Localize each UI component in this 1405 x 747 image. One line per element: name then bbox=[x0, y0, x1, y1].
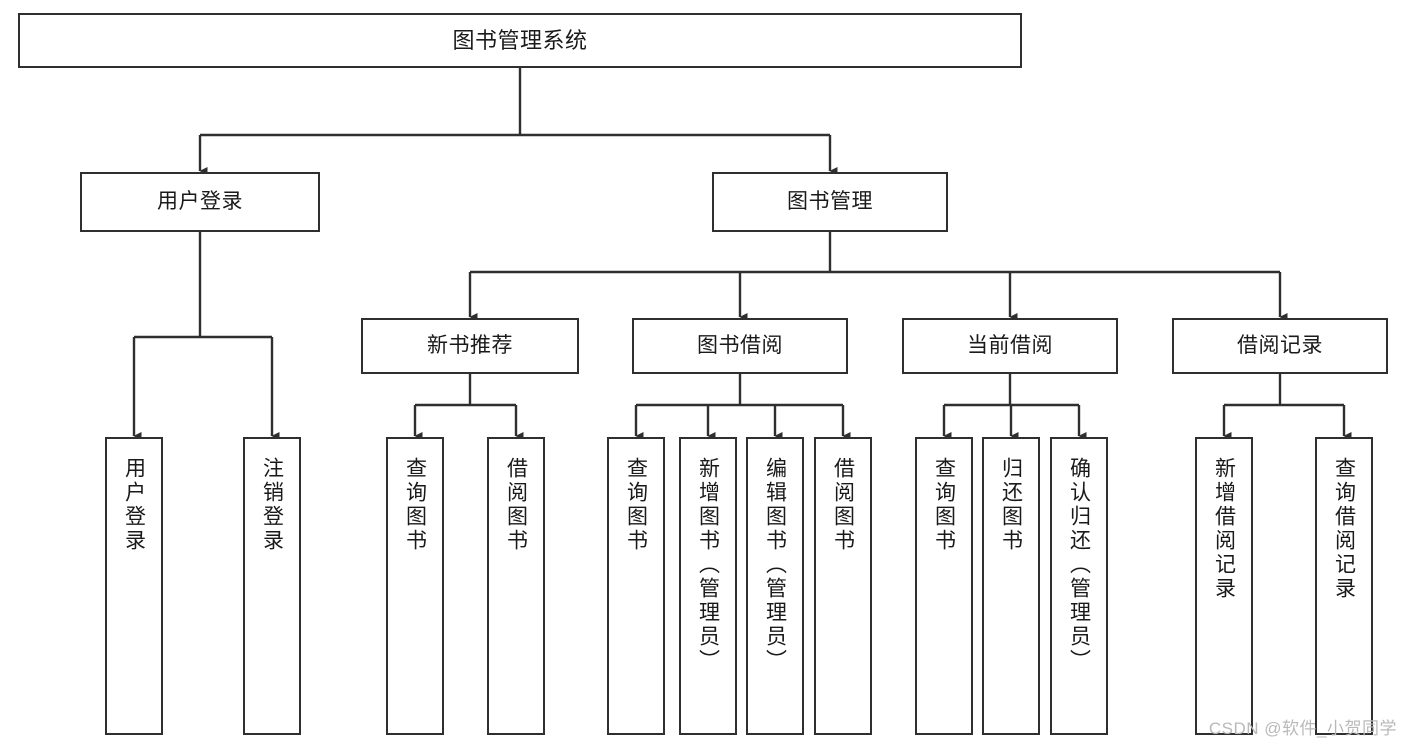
node-leaf5[interactable]: 查询图书 bbox=[607, 437, 665, 735]
node-label: 确认归还（管理员） bbox=[1067, 457, 1091, 673]
node-label: 图书借阅 bbox=[697, 333, 783, 357]
node-label: 新增图书（管理员） bbox=[696, 457, 720, 673]
node-leaf11[interactable]: 确认归还（管理员） bbox=[1050, 437, 1108, 735]
node-leaf3[interactable]: 查询图书 bbox=[386, 437, 444, 735]
node-label: 查询借阅记录 bbox=[1332, 457, 1356, 601]
node-leaf9[interactable]: 查询图书 bbox=[915, 437, 973, 735]
node-leaf10[interactable]: 归还图书 bbox=[982, 437, 1040, 735]
node-label: 借阅图书 bbox=[504, 457, 528, 553]
watermark-text: CSDN @软件_小贺同学 bbox=[1208, 719, 1397, 738]
node-label: 新增借阅记录 bbox=[1212, 457, 1236, 601]
node-label: 用户登录 bbox=[122, 457, 146, 553]
node-label: 图书管理系统 bbox=[452, 27, 588, 53]
node-leaf7[interactable]: 编辑图书（管理员） bbox=[746, 437, 804, 735]
node-label: 注销登录 bbox=[260, 457, 284, 553]
node-label: 当前借阅 bbox=[967, 333, 1053, 357]
node-label: 查询图书 bbox=[624, 457, 648, 553]
node-label: 查询图书 bbox=[403, 457, 427, 553]
node-leaf4[interactable]: 借阅图书 bbox=[487, 437, 545, 735]
node-l1b[interactable]: 图书管理 bbox=[712, 172, 948, 232]
node-label: 新书推荐 bbox=[427, 333, 513, 357]
node-label: 用户登录 bbox=[157, 189, 243, 213]
node-leaf8[interactable]: 借阅图书 bbox=[814, 437, 872, 735]
node-leaf2[interactable]: 注销登录 bbox=[243, 437, 301, 735]
node-leaf6[interactable]: 新增图书（管理员） bbox=[679, 437, 737, 735]
node-l1a[interactable]: 用户登录 bbox=[80, 172, 320, 232]
node-leaf12[interactable]: 新增借阅记录 bbox=[1195, 437, 1253, 735]
node-l2d[interactable]: 借阅记录 bbox=[1172, 318, 1388, 374]
node-leaf1[interactable]: 用户登录 bbox=[105, 437, 163, 735]
node-label: 借阅记录 bbox=[1237, 333, 1323, 357]
node-label: 借阅图书 bbox=[831, 457, 855, 553]
node-l2b[interactable]: 图书借阅 bbox=[632, 318, 848, 374]
node-label: 编辑图书（管理员） bbox=[763, 457, 787, 673]
node-l2a[interactable]: 新书推荐 bbox=[361, 318, 579, 374]
node-leaf13[interactable]: 查询借阅记录 bbox=[1315, 437, 1373, 735]
node-label: 归还图书 bbox=[999, 457, 1023, 553]
node-root[interactable]: 图书管理系统 bbox=[18, 13, 1022, 68]
node-l2c[interactable]: 当前借阅 bbox=[902, 318, 1118, 374]
node-label: 查询图书 bbox=[932, 457, 956, 553]
node-label: 图书管理 bbox=[787, 189, 873, 213]
